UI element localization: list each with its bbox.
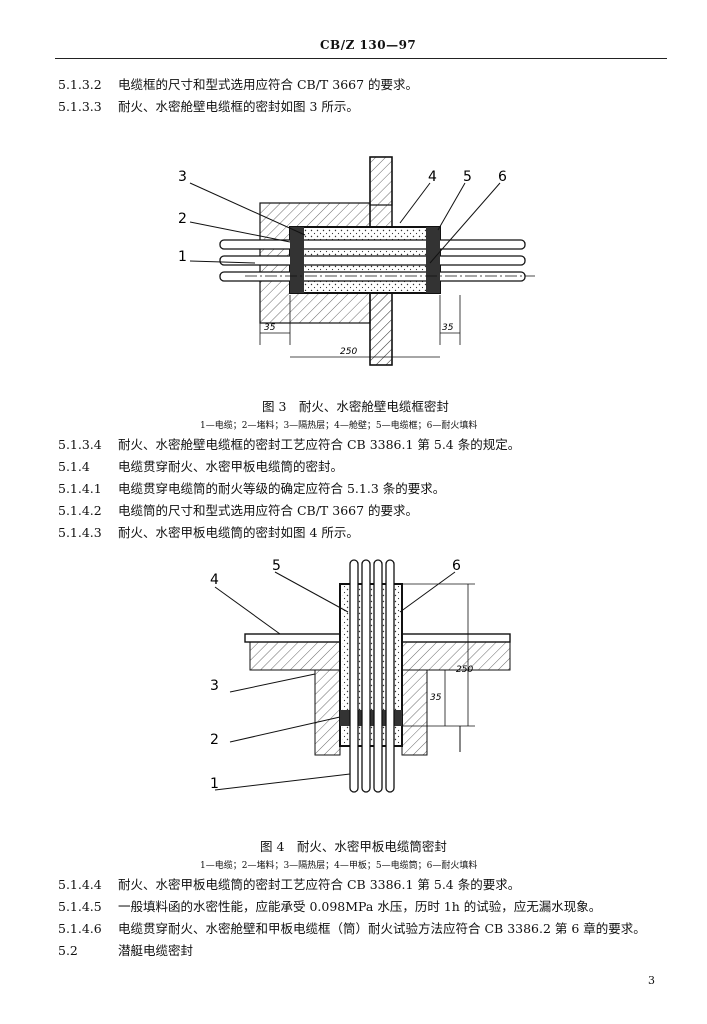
insulation-bottom — [369, 292, 393, 366]
insulation-right — [401, 669, 428, 756]
fire-filler — [290, 227, 304, 293]
label-6: 6 — [498, 169, 507, 185]
dim-35-right: 35 — [442, 323, 454, 333]
clause-number: 5.2 — [58, 943, 78, 958]
clause-text: 耐火、水密甲板电缆筒的密封工艺应符合 CB 3386.1 第 5.4 条的要求。 — [118, 877, 521, 892]
cable — [349, 559, 359, 793]
clause-5-1-4-2: 5.1.4.2 电缆筒的尺寸和型式选用应符合 CB/T 3667 的要求。 — [58, 503, 418, 519]
label-4: 4 — [428, 169, 437, 185]
cable — [219, 239, 526, 250]
clause-number: 5.1.4 — [58, 459, 90, 474]
label-5: 5 — [272, 558, 281, 574]
label-4: 4 — [210, 572, 219, 588]
clause-number: 5.1.4.1 — [58, 481, 102, 496]
clause-number: 5.1.3.4 — [58, 437, 102, 452]
clause-text: 电缆贯穿电缆筒的耐火等级的确定应符合 5.1.3 条的要求。 — [118, 481, 446, 496]
label-2: 2 — [210, 732, 219, 748]
clause-5-1-4-1: 5.1.4.1 电缆贯穿电缆筒的耐火等级的确定应符合 5.1.3 条的要求。 — [58, 481, 445, 497]
clause-number: 5.1.4.3 — [58, 525, 102, 540]
figure-4-drawing: 4 5 6 3 2 1 35 250 — [210, 558, 511, 793]
clause-number: 5.1.4.2 — [58, 503, 102, 518]
standard-code: CB/Z 130—97 — [320, 38, 417, 52]
label-2: 2 — [178, 211, 187, 227]
cable — [219, 255, 526, 266]
figure-3-drawing: 3 4 5 6 2 1 35 35 250 — [178, 156, 535, 366]
clause-5-1-3-2: 5.1.3.2 电缆框的尺寸和型式选用应符合 CB/T 3667 的要求。 — [58, 77, 418, 93]
clause-text: 电缆贯穿耐火、水密舱壁和甲板电缆框（筒）耐火试验方法应符合 CB 3386.2 … — [118, 921, 646, 936]
dim-250: 250 — [456, 665, 473, 675]
clause-5-1-4-4: 5.1.4.4 耐火、水密甲板电缆筒的密封工艺应符合 CB 3386.1 第 5.… — [58, 877, 520, 893]
label-1: 1 — [210, 776, 219, 792]
clause-5-1-4-3: 5.1.4.3 耐火、水密甲板电缆筒的密封如图 4 所示。 — [58, 525, 359, 541]
clause-text: 耐火、水密舱壁电缆框的密封如图 3 所示。 — [118, 99, 359, 114]
label-3: 3 — [210, 678, 219, 694]
clause-number: 5.1.4.5 — [58, 899, 102, 914]
clause-5-1-3-3: 5.1.3.3 耐火、水密舱壁电缆框的密封如图 3 所示。 — [58, 99, 359, 115]
dim-35-left: 35 — [264, 323, 276, 333]
clause-5-1-3-4: 5.1.3.4 耐火、水密舱壁电缆框的密封工艺应符合 CB 3386.1 第 5.… — [58, 437, 520, 453]
clause-number: 5.1.4.6 — [58, 921, 102, 936]
clause-number: 5.1.4.4 — [58, 877, 102, 892]
insulation-top — [369, 156, 393, 206]
cable — [373, 559, 383, 793]
dim-250: 250 — [340, 347, 357, 357]
cable — [219, 271, 526, 282]
label-3: 3 — [178, 169, 187, 185]
dim-35: 35 — [430, 693, 442, 703]
label-1: 1 — [178, 249, 187, 265]
clause-text: 一般填料函的水密性能，应能承受 0.098MPa 水压，历时 1h 的试验，应无… — [118, 899, 602, 914]
clause-text: 耐火、水密甲板电缆筒的密封如图 4 所示。 — [118, 525, 359, 540]
label-5: 5 — [463, 169, 472, 185]
figure-3-legend: 1—电缆；2—堵料；3—隔热层；4—舱壁；5—电缆框；6—耐火填料 — [200, 421, 478, 431]
clause-text: 电缆框的尺寸和型式选用应符合 CB/T 3667 的要求。 — [118, 77, 419, 92]
insulation-left — [314, 669, 341, 756]
clause-text: 电缆筒的尺寸和型式选用应符合 CB/T 3667 的要求。 — [118, 503, 419, 518]
label-6: 6 — [452, 558, 461, 574]
page-number: 3 — [648, 974, 655, 987]
clause-5-1-4: 5.1.4 电缆贯穿耐火、水密甲板电缆筒的密封。 — [58, 459, 343, 475]
clause-text: 耐火、水密舱壁电缆框的密封工艺应符合 CB 3386.1 第 5.4 条的规定。 — [118, 437, 521, 452]
header-rule — [55, 58, 667, 59]
cable — [361, 559, 371, 793]
figure-4-caption: 图 4 耐火、水密甲板电缆筒密封 — [260, 839, 447, 854]
clause-text: 电缆贯穿耐火、水密甲板电缆筒的密封。 — [118, 459, 344, 474]
clause-5-1-4-5: 5.1.4.5 一般填料函的水密性能，应能承受 0.098MPa 水压，历时 1h… — [58, 899, 601, 915]
clause-5-2: 5.2 潜艇电缆密封 — [58, 943, 193, 959]
figure-4-legend: 1—电缆；2—堵料；3—隔热层；4—甲板；5—电缆筒；6—耐火填料 — [200, 861, 478, 871]
clause-number: 5.1.3.3 — [58, 99, 102, 114]
clause-number: 5.1.3.2 — [58, 77, 102, 92]
clause-5-1-4-6: 5.1.4.6 电缆贯穿耐火、水密舱壁和甲板电缆框（筒）耐火试验方法应符合 CB … — [58, 921, 646, 937]
clause-text: 潜艇电缆密封 — [118, 943, 194, 958]
figure-3-caption: 图 3 耐火、水密舱壁电缆框密封 — [262, 399, 449, 414]
cable — [385, 559, 395, 793]
